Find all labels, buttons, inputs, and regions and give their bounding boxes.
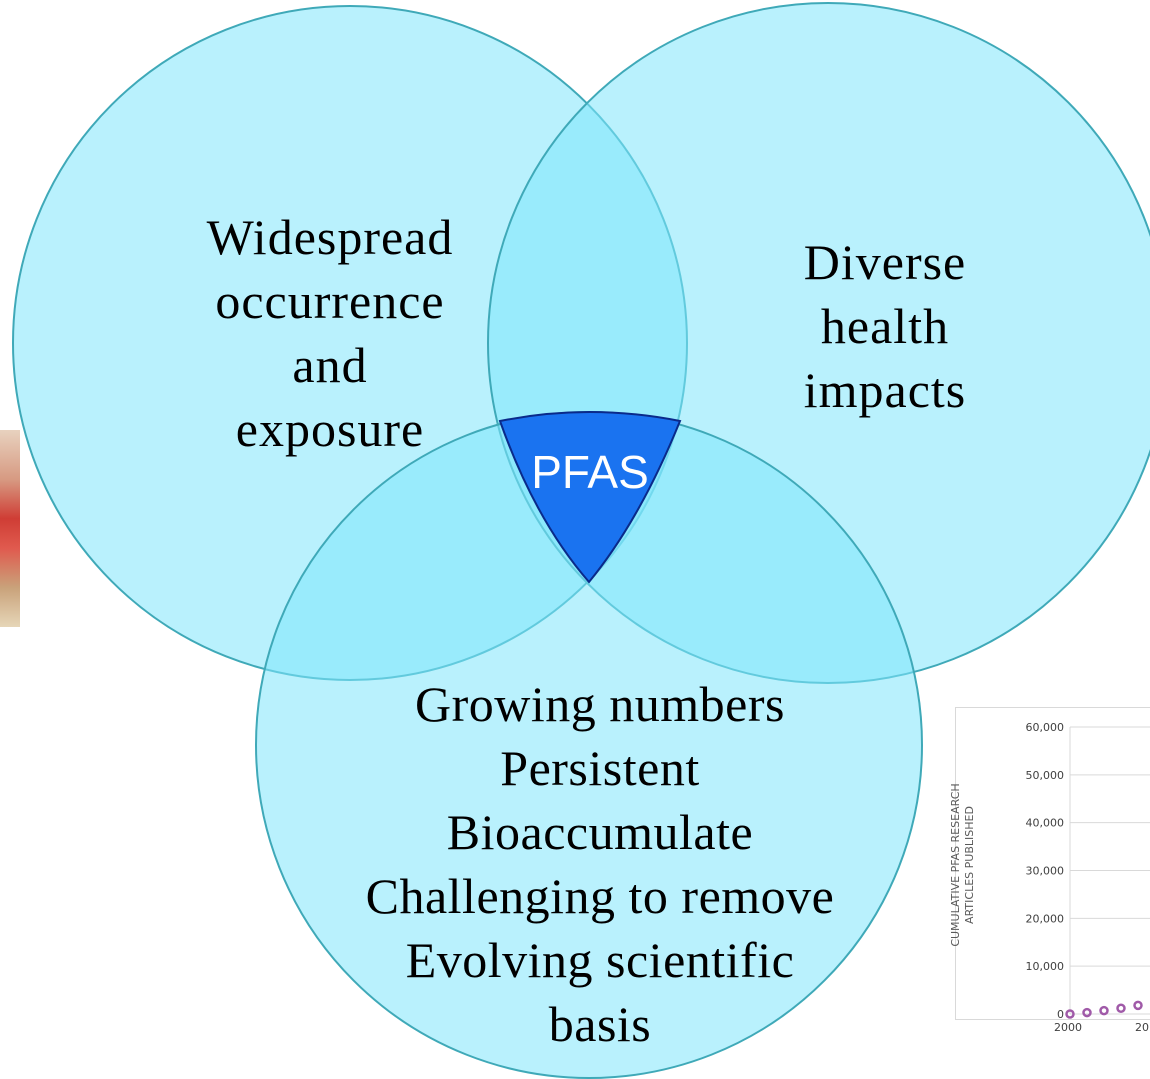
chart-y-tick-label: 10,000 — [1026, 960, 1065, 973]
label-pfas: PFAS — [531, 446, 649, 498]
chart-frame — [955, 707, 1150, 1020]
chart-data-point — [1116, 1003, 1126, 1014]
chart-y-tick-label: 60,000 — [1026, 721, 1065, 734]
chart-data-point — [1099, 1005, 1109, 1016]
label-widespread-occurrence: Widespread occurrence and exposure — [206, 209, 454, 457]
chart-y-tick-label: 40,000 — [1026, 817, 1065, 830]
chart-y-tick-label: 20,000 — [1026, 912, 1065, 925]
chart-x-tick-label: 2000 — [1054, 1021, 1082, 1034]
chart-data-point — [1133, 1000, 1143, 1011]
pfas-intersection — [498, 411, 682, 584]
label-diverse-health-impacts: Diverse health impacts — [803, 234, 967, 418]
cumulative-articles-chart: 60,000 50,000 40,000 30,000 20,000 10,000 0200… — [1026, 721, 1150, 1034]
label-pfas-properties: Growing numbers Persistent Bioaccumulate… — [365, 676, 835, 1052]
chart-data-point — [1065, 1009, 1075, 1019]
chart-y-tick-label: 50,000 — [1026, 769, 1065, 782]
chart-x-tick-label: 20 — [1135, 1021, 1149, 1034]
chart-y-tick-label: 0 — [1057, 1008, 1064, 1021]
cropped-photo — [0, 430, 20, 627]
chart-y-tick-label: 30,000 — [1026, 865, 1065, 878]
chart-data-point — [1082, 1007, 1092, 1018]
